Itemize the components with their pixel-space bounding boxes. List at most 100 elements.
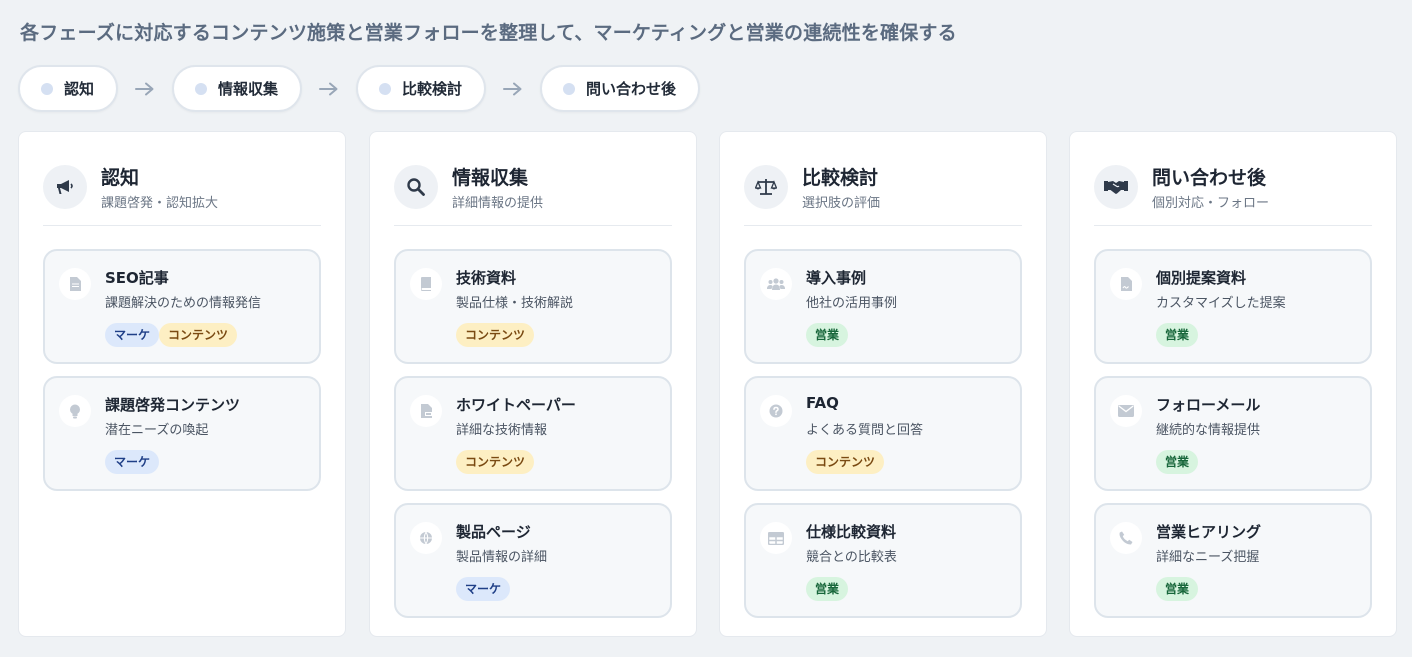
tag-sales: 営業 [1156,450,1199,474]
card-title: 個別提案資料 [1156,269,1247,287]
card-description: 課題解決のための情報発信 [105,296,262,311]
file-contract-icon [1110,268,1142,300]
phase-label: 情報収集 [218,80,279,98]
tag-sales: 営業 [1156,323,1199,347]
column-comparison: 比較検討 選択肢の評価 導入事例 他社の活用事例 営業 FAQ よくある質問と回… [719,131,1047,637]
tag-list: 営業 [1156,450,1199,474]
card-description: 競合との比較表 [806,550,897,565]
phase-flow: 認知 情報収集 比較検討 問い合わせ後 [18,63,701,114]
phone-icon [1110,522,1142,554]
column-subtitle: 選択肢の評価 [802,196,881,211]
phase-label: 問い合わせ後 [586,80,677,98]
column-header: 情報収集 詳細情報の提供 [394,163,672,226]
book-icon [410,268,442,300]
content-card[interactable]: 技術資料 製品仕様・技術解説 コンテンツ [394,249,672,364]
phase-dot [41,82,53,95]
column-title: 比較検討 [802,167,879,189]
content-card[interactable]: 個別提案資料 カスタマイズした提案 営業 [1094,249,1372,364]
phase-dot [563,82,576,95]
content-card[interactable]: ホワイトペーパー 詳細な技術情報 コンテンツ [394,376,672,491]
phase-pill-awareness[interactable]: 認知 [18,65,119,112]
content-card[interactable]: SEO記事 課題解決のための情報発信 マーケ コンテンツ [43,249,321,364]
tag-content: コンテンツ [159,323,238,347]
tag-list: コンテンツ [456,323,535,347]
tag-list: 営業 [806,577,849,601]
tag-list: コンテンツ [456,450,535,474]
tag-list: マーケ コンテンツ [105,323,238,347]
content-card[interactable]: 仕様比較資料 競合との比較表 営業 [744,503,1022,618]
content-card[interactable]: 営業ヒアリング 詳細なニーズ把握 営業 [1094,503,1372,618]
tag-content: コンテンツ [456,450,535,474]
card-description: 詳細なニーズ把握 [1156,550,1260,565]
card-description: カスタマイズした提案 [1156,296,1286,311]
card-title: 課題啓発コンテンツ [105,396,241,414]
column-header: 比較検討 選択肢の評価 [744,163,1022,226]
card-title: SEO記事 [105,269,169,287]
card-description: 製品仕様・技術解説 [456,296,574,311]
card-title: ホワイトペーパー [456,396,576,414]
tag-marketing: マーケ [105,323,160,347]
column-title: 問い合わせ後 [1152,167,1267,189]
tag-content: コンテンツ [456,323,535,347]
phase-pill-research[interactable]: 情報収集 [172,65,303,112]
pdf-file-icon [410,395,442,427]
content-card[interactable]: 課題啓発コンテンツ 潜在ニーズの喚起 マーケ [43,376,321,491]
document-icon [59,268,91,300]
tag-list: コンテンツ [806,450,885,474]
envelope-icon [1110,395,1142,427]
arrow-right-icon [486,82,540,96]
page-title: 各フェーズに対応するコンテンツ施策と営業フォローを整理して、マーケティングと営業… [20,22,957,44]
card-title: フォローメール [1156,396,1261,414]
column-subtitle: 個別対応・フォロー [1152,196,1270,211]
tag-list: 営業 [1156,323,1199,347]
search-icon [394,165,438,209]
column-awareness: 認知 課題啓発・認知拡大 SEO記事 課題解決のための情報発信 マーケ コンテン… [18,131,346,637]
tag-marketing: マーケ [105,450,160,474]
phase-label: 比較検討 [402,80,463,98]
card-title: FAQ [806,394,839,412]
card-title: 営業ヒアリング [1156,523,1262,541]
content-card[interactable]: FAQ よくある質問と回答 コンテンツ [744,376,1022,491]
content-card[interactable]: フォローメール 継続的な情報提供 営業 [1094,376,1372,491]
table-icon [760,522,792,554]
card-description: 製品情報の詳細 [456,550,548,565]
phase-pill-comparison[interactable]: 比較検討 [356,65,487,112]
column-subtitle: 詳細情報の提供 [452,196,544,211]
card-title: 技術資料 [456,269,517,287]
tag-list: マーケ [105,450,160,474]
megaphone-icon [43,165,87,209]
scale-icon [744,165,788,209]
card-title: 仕様比較資料 [806,523,897,541]
handshake-icon [1094,165,1138,209]
arrow-right-icon [302,82,356,96]
card-description: 他社の活用事例 [806,296,898,311]
tag-sales: 営業 [806,577,849,601]
column-header: 認知 課題啓発・認知拡大 [43,163,321,226]
phase-label: 認知 [64,80,95,98]
column-research: 情報収集 詳細情報の提供 技術資料 製品仕様・技術解説 コンテンツ ホワイトペー… [369,131,697,637]
card-description: 詳細な技術情報 [456,423,548,438]
card-title: 導入事例 [806,269,867,287]
globe-icon [410,522,442,554]
content-card[interactable]: 導入事例 他社の活用事例 営業 [744,249,1022,364]
card-description: 継続的な情報提供 [1156,423,1261,438]
tag-sales: 営業 [1156,577,1199,601]
column-post-inquiry: 問い合わせ後 個別対応・フォロー 個別提案資料 カスタマイズした提案 営業 フォ… [1069,131,1397,637]
phase-dot [195,82,208,95]
tag-marketing: マーケ [456,577,511,601]
phase-pill-post-inquiry[interactable]: 問い合わせ後 [540,65,701,112]
column-title: 情報収集 [452,167,529,189]
tag-list: マーケ [456,577,511,601]
column-subtitle: 課題啓発・認知拡大 [101,196,219,211]
tag-sales: 営業 [806,323,849,347]
users-icon [760,268,792,300]
lightbulb-icon [59,395,91,427]
tag-list: 営業 [806,323,849,347]
arrow-right-icon [118,82,172,96]
phase-dot [379,82,392,95]
column-title: 認知 [101,167,140,189]
tag-content: コンテンツ [806,450,885,474]
card-title: 製品ページ [456,523,531,541]
column-header: 問い合わせ後 個別対応・フォロー [1094,163,1372,226]
content-card[interactable]: 製品ページ 製品情報の詳細 マーケ [394,503,672,618]
